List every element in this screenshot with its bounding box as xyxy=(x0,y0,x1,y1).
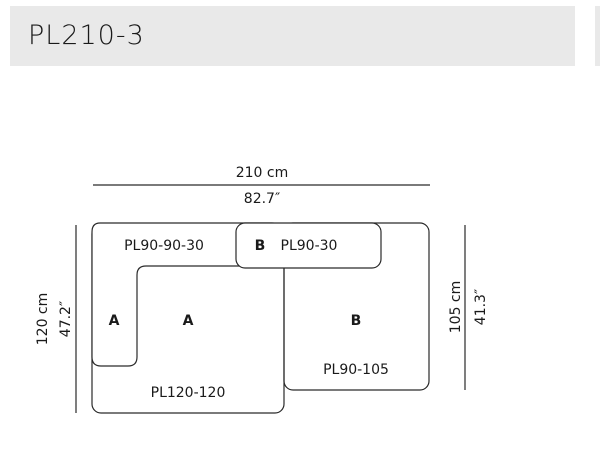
module-pl120-120-letter: A xyxy=(183,313,194,329)
module-pl90-105-letter: B xyxy=(351,313,362,329)
module-pl90-30-label: PL90-30 xyxy=(281,238,338,254)
right-height-cm-label: 105 cm xyxy=(448,281,464,334)
title-bar-edge xyxy=(595,6,600,66)
module-pl120-120-label: PL120-120 xyxy=(151,385,226,401)
module-pl90-105-label: PL90-105 xyxy=(323,362,389,378)
title-bar: PL210-3 xyxy=(10,6,575,66)
left-height-in-label: 47.2″ xyxy=(58,301,74,337)
module-pl90-30-letter: B xyxy=(255,238,266,254)
left-height-cm-label: 120 cm xyxy=(35,293,51,346)
width-cm-label: 210 cm xyxy=(236,165,289,181)
module-pl90-90-30-label: PL90-90-30 xyxy=(124,238,204,254)
width-in-label: 82.7″ xyxy=(244,191,280,207)
module-arm-letter: A xyxy=(109,313,120,329)
module-pl90-30 xyxy=(235,222,382,269)
right-height-in-label: 41.3″ xyxy=(473,289,489,325)
page-title: PL210-3 xyxy=(28,20,145,51)
